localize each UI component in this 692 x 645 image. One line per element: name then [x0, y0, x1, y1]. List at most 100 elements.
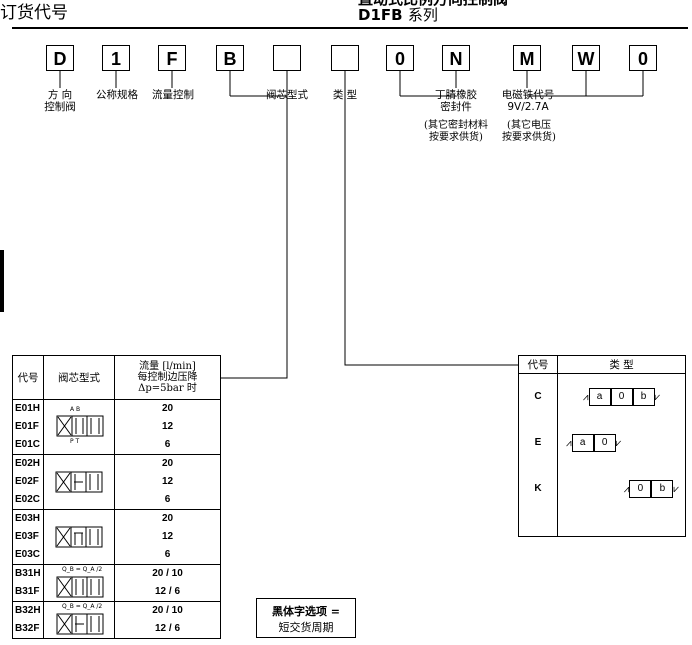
- label-solenoid-note: (其它电压 按要求供货): [494, 120, 564, 144]
- code-box-8: N: [442, 45, 470, 71]
- spool-code: E01C: [15, 439, 41, 450]
- page-side-marker: [0, 250, 4, 312]
- label-solenoid-note-line1: (其它电压: [507, 120, 551, 131]
- flow-ratio: Q_B = Q_A /2: [62, 566, 103, 573]
- valve-spool-icon: [56, 613, 104, 635]
- spool-code: E02F: [15, 476, 39, 487]
- valve-spool-icon: [55, 471, 103, 493]
- flow-value: 20 / 10: [152, 605, 183, 616]
- code-box-11: 0: [629, 45, 657, 71]
- valve-spool-icon: [55, 526, 103, 548]
- type-symbol-c: ⩘ a 0 b ⩗: [558, 374, 685, 420]
- spring-icon: ⩗: [615, 437, 622, 449]
- label-seal-note: (其它密封材料 按要求供货): [418, 120, 494, 144]
- type-table-body: C E K ⩘ a 0 b ⩗ ⩘ a 0 ⩗ ⩘ 0 b ⩗: [518, 373, 686, 537]
- flow-value: 20: [161, 458, 174, 469]
- type-cell: 0: [629, 480, 652, 498]
- order-code-title: 订货代号: [0, 3, 68, 23]
- type-cell: b: [651, 480, 674, 498]
- flow-value: 20: [161, 403, 174, 414]
- spring-icon: ⩗: [654, 391, 661, 403]
- spring-icon: ⩘: [582, 391, 589, 403]
- code-box-2: 1: [102, 45, 130, 71]
- spool-symbol-1: A B P T: [43, 399, 115, 455]
- flow-ratio: Q_B = Q_A /2: [62, 603, 103, 610]
- spool-codes-3: E03H E03F E03C: [12, 509, 44, 565]
- label-seal: 丁腈橡胶 密封件: [426, 89, 486, 113]
- spool-symbol-2: [43, 454, 115, 510]
- spool-codes-4: B31H B31F: [12, 564, 44, 602]
- table-row: E01H E01F E01C A B P T 20 12 6: [12, 399, 221, 455]
- spool-code: E03C: [15, 549, 41, 560]
- spool-flows-1: 20 12 6: [114, 399, 221, 455]
- type-cell: a: [588, 388, 611, 406]
- valve-spool-icon: [56, 415, 104, 437]
- series-title: D1FB 系列: [358, 4, 438, 25]
- label-spool-type: 阀芯型式: [266, 89, 308, 101]
- type-symbol-e: ⩘ a 0 ⩗: [558, 420, 685, 466]
- spool-code: E03F: [15, 531, 39, 542]
- spring-icon: ⩘: [623, 483, 630, 495]
- type-header-code: 代号: [518, 355, 558, 374]
- label-seal-note-line1: (其它密封材料: [424, 120, 488, 131]
- label-type: 类 型: [332, 89, 358, 101]
- ports-bottom: P T: [70, 438, 80, 445]
- table-row: E02H E02F E02C 20 12 6: [12, 454, 221, 510]
- note-line2: 短交货周期: [278, 621, 334, 634]
- spool-code: E03H: [15, 513, 41, 524]
- spool-code: E02H: [15, 458, 41, 469]
- flow-value: 12 / 6: [154, 586, 181, 597]
- label-solenoid-line1: 电磁铁代号: [501, 89, 555, 101]
- spool-header-flow-line3: Δp=5bar 时: [138, 383, 197, 394]
- spool-symbol-3: [43, 509, 115, 565]
- label-direction-line2: 控制阀: [44, 101, 76, 113]
- label-seal-line2: 密封件: [440, 101, 472, 113]
- label-seal-line1: 丁腈橡胶: [435, 89, 477, 101]
- type-table-header: 代号 类 型: [518, 355, 686, 374]
- spool-codes-1: E01H E01F E01C: [12, 399, 44, 455]
- spool-code: B32F: [15, 623, 40, 634]
- spool-code: B31F: [15, 586, 40, 597]
- type-symbols: ⩘ a 0 b ⩗ ⩘ a 0 ⩗ ⩘ 0 b ⩗: [557, 373, 686, 537]
- note-box: 黑体字选项 = 短交货周期: [256, 598, 356, 638]
- type-symbol-k: ⩘ 0 b ⩗: [558, 466, 685, 512]
- code-box-6: [331, 45, 359, 71]
- type-codes: C E K: [518, 373, 558, 537]
- spool-table-header: 代号 阀芯型式 流量 [l/min] 每控制边压降 Δp=5bar 时: [12, 355, 221, 400]
- spool-header-flow: 流量 [l/min] 每控制边压降 Δp=5bar 时: [114, 355, 221, 400]
- spring-icon: ⩘: [566, 437, 572, 449]
- label-nominal-size: 公称规格: [96, 89, 138, 101]
- spring-icon: ⩗: [673, 483, 679, 495]
- spool-codes-5: B32H B32F: [12, 601, 44, 639]
- code-box-5: [273, 45, 301, 71]
- spool-code: E01H: [15, 403, 41, 414]
- spool-header-code: 代号: [12, 355, 44, 400]
- spool-flows-3: 20 12 6: [114, 509, 221, 565]
- flow-value: 6: [164, 439, 171, 450]
- label-solenoid: 电磁铁代号 9V/2.7A: [496, 89, 560, 113]
- type-code-e: E: [534, 437, 542, 448]
- spool-code: E02C: [15, 494, 41, 505]
- flow-value: 6: [164, 549, 171, 560]
- label-solenoid-spec: 9V/2.7A: [507, 101, 549, 113]
- flow-value: 20: [161, 513, 174, 524]
- spool-symbol-5: Q_B = Q_A /2: [43, 601, 115, 639]
- series-bold: D1FB: [358, 6, 403, 24]
- code-box-4: B: [216, 45, 244, 71]
- flow-value: 12: [161, 421, 174, 432]
- note-line1: 黑体字选项 =: [271, 605, 341, 618]
- type-cell: 0: [610, 388, 633, 406]
- spool-flows-2: 20 12 6: [114, 454, 221, 510]
- table-row: E03H E03F E03C 20 12 6: [12, 509, 221, 565]
- code-box-7: 0: [386, 45, 414, 71]
- label-seal-note-line2: 按要求供货): [429, 132, 483, 143]
- spool-symbol-4: Q_B = Q_A /2: [43, 564, 115, 602]
- spool-flows-5: 20 / 10 12 / 6: [114, 601, 221, 639]
- spool-header-spool: 阀芯型式: [43, 355, 115, 400]
- spool-code: E01F: [15, 421, 39, 432]
- type-cell: 0: [593, 434, 616, 452]
- spool-code: B31H: [15, 568, 41, 579]
- table-row: B32H B32F Q_B = Q_A /2 20 / 10 12 / 6: [12, 601, 221, 639]
- header-rule: [12, 27, 688, 29]
